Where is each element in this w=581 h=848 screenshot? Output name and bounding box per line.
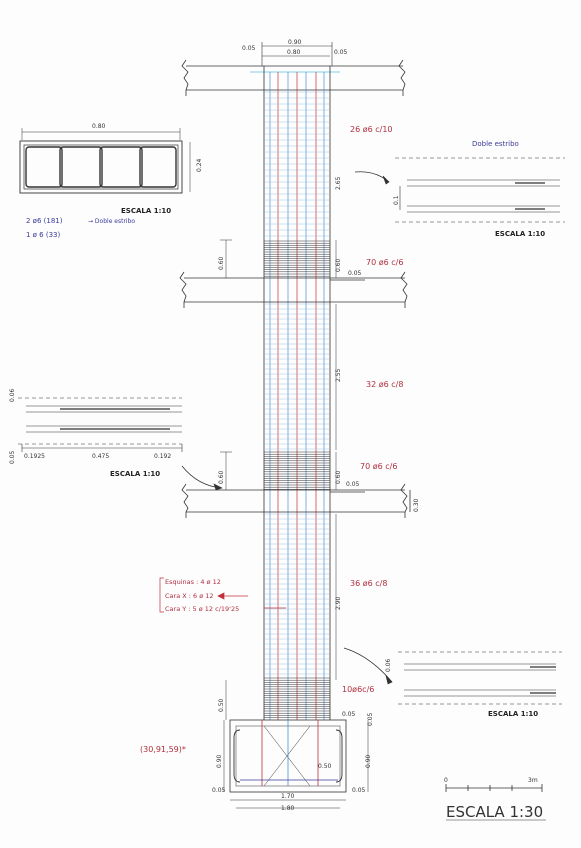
dim-stirrup-c: 0.192	[154, 453, 171, 460]
label-stirrups-4: 70 ø6 c/6	[360, 462, 397, 471]
bars-face-x: Cara X : 6 ø 12	[165, 592, 214, 600]
dim-top-right-cover: 0.05	[334, 49, 348, 56]
label-stirrups-6: 10ø6c/6	[342, 685, 374, 694]
column-section	[19, 128, 191, 194]
dim-top-left-cover: 0.05	[242, 45, 256, 52]
bars-corners: Esquinas : 4 ø 12	[165, 578, 221, 586]
top-dimension	[261, 42, 333, 66]
detail-top-right	[354, 157, 565, 223]
floor-1-dims	[220, 239, 337, 450]
dim-footing-cover-right: 0.05	[367, 712, 374, 726]
detail-left	[18, 397, 223, 491]
dim-stirrup-lap-left-top: 0.06	[9, 388, 16, 402]
dim-footing-slope: 0.50	[318, 763, 332, 770]
scale-bar	[445, 784, 546, 821]
dim-base-cover: 0.05	[342, 711, 356, 718]
dim-stirrup-b: 0.475	[92, 453, 109, 460]
double-stirrup-label: Doble estribo	[472, 140, 519, 148]
floor-2-dims	[220, 451, 337, 680]
dim-stirrup-a: 0.1925	[24, 453, 45, 460]
column-outline	[263, 66, 331, 720]
dim-section-width: 0.80	[92, 123, 106, 130]
floor-2-slab	[181, 483, 411, 518]
dim-section-height: 0.24	[196, 158, 203, 172]
dim-seg3-length: 2.90	[335, 596, 342, 610]
dim-top-width: 0.90	[288, 39, 302, 46]
dim-top-inner: 0.80	[287, 49, 301, 56]
label-stirrups-2: 70 ø6 c/6	[366, 258, 403, 267]
dim-base-dense: 0.50	[218, 698, 225, 712]
footing-dims	[223, 680, 369, 809]
dim-footing-bottom-left: 0.05	[212, 787, 226, 794]
section-note-1-arrow: → Doble estribo	[88, 218, 135, 225]
dim-footing-left-height: 0.90	[216, 754, 223, 768]
dim-stirrup-lap-br: 0.06	[385, 658, 392, 672]
scalebar-start: 0	[444, 777, 448, 784]
dim-floor1-dense-right: 0.60	[335, 258, 342, 272]
dim-footing-height: 0.90	[365, 754, 372, 768]
bar-notes-bracket	[159, 577, 286, 613]
dim-floor1-dense-left: 0.60	[218, 256, 225, 270]
bars-face-y: Cara Y : 5 ø 12 c/19'25	[165, 605, 239, 613]
longitudinal-bars	[269, 72, 325, 720]
dim-seg1-length: 2.65	[335, 176, 342, 190]
label-stirrups-5: 36 ø6 c/8	[350, 579, 387, 588]
dim-stirrup-lap-top: 0.1	[393, 195, 400, 205]
dim-footing-inner-width: 1.70	[281, 793, 295, 800]
stirrup-lines	[264, 91, 330, 718]
scalebar-end: 3m	[528, 777, 538, 784]
dim-footing-bottom-right: 0.05	[352, 787, 366, 794]
dim-stirrup-lap-left-bottom: 0.05	[9, 450, 16, 464]
dim-floor2-cover: 0.05	[346, 481, 360, 488]
scale-detail-top-right: ESCALA 1:10	[495, 230, 545, 238]
section-note-1: 2 ø6 (181)	[26, 217, 63, 225]
dim-floor1-cover: 0.05	[348, 270, 362, 277]
dim-footing-width: 1.80	[281, 805, 295, 812]
label-stirrups-3: 32 ø6 c/8	[366, 380, 403, 389]
scale-detail-left: ESCALA 1:10	[110, 470, 160, 478]
top-beam	[181, 59, 406, 96]
floor-1-slab	[179, 271, 408, 308]
scale-detail-bottom-right: ESCALA 1:10	[488, 710, 538, 718]
label-stirrups-1: 26 ø6 c/10	[350, 125, 393, 134]
coords-note: (30,91,59)*	[140, 745, 186, 754]
dim-seg2-length: 2.55	[335, 368, 342, 382]
scale-section: ESCALA 1:10	[121, 207, 171, 215]
dim-floor2-right: 0.60	[335, 470, 342, 484]
dim-floor2-left: 0.60	[218, 470, 225, 484]
dim-floor2-slab: 0.30	[413, 498, 420, 512]
scale-main: ESCALA 1:30	[446, 803, 543, 821]
detail-bottom-right	[343, 647, 562, 705]
footing	[229, 719, 347, 793]
section-note-2: 1 ø 6 (33)	[26, 231, 61, 239]
